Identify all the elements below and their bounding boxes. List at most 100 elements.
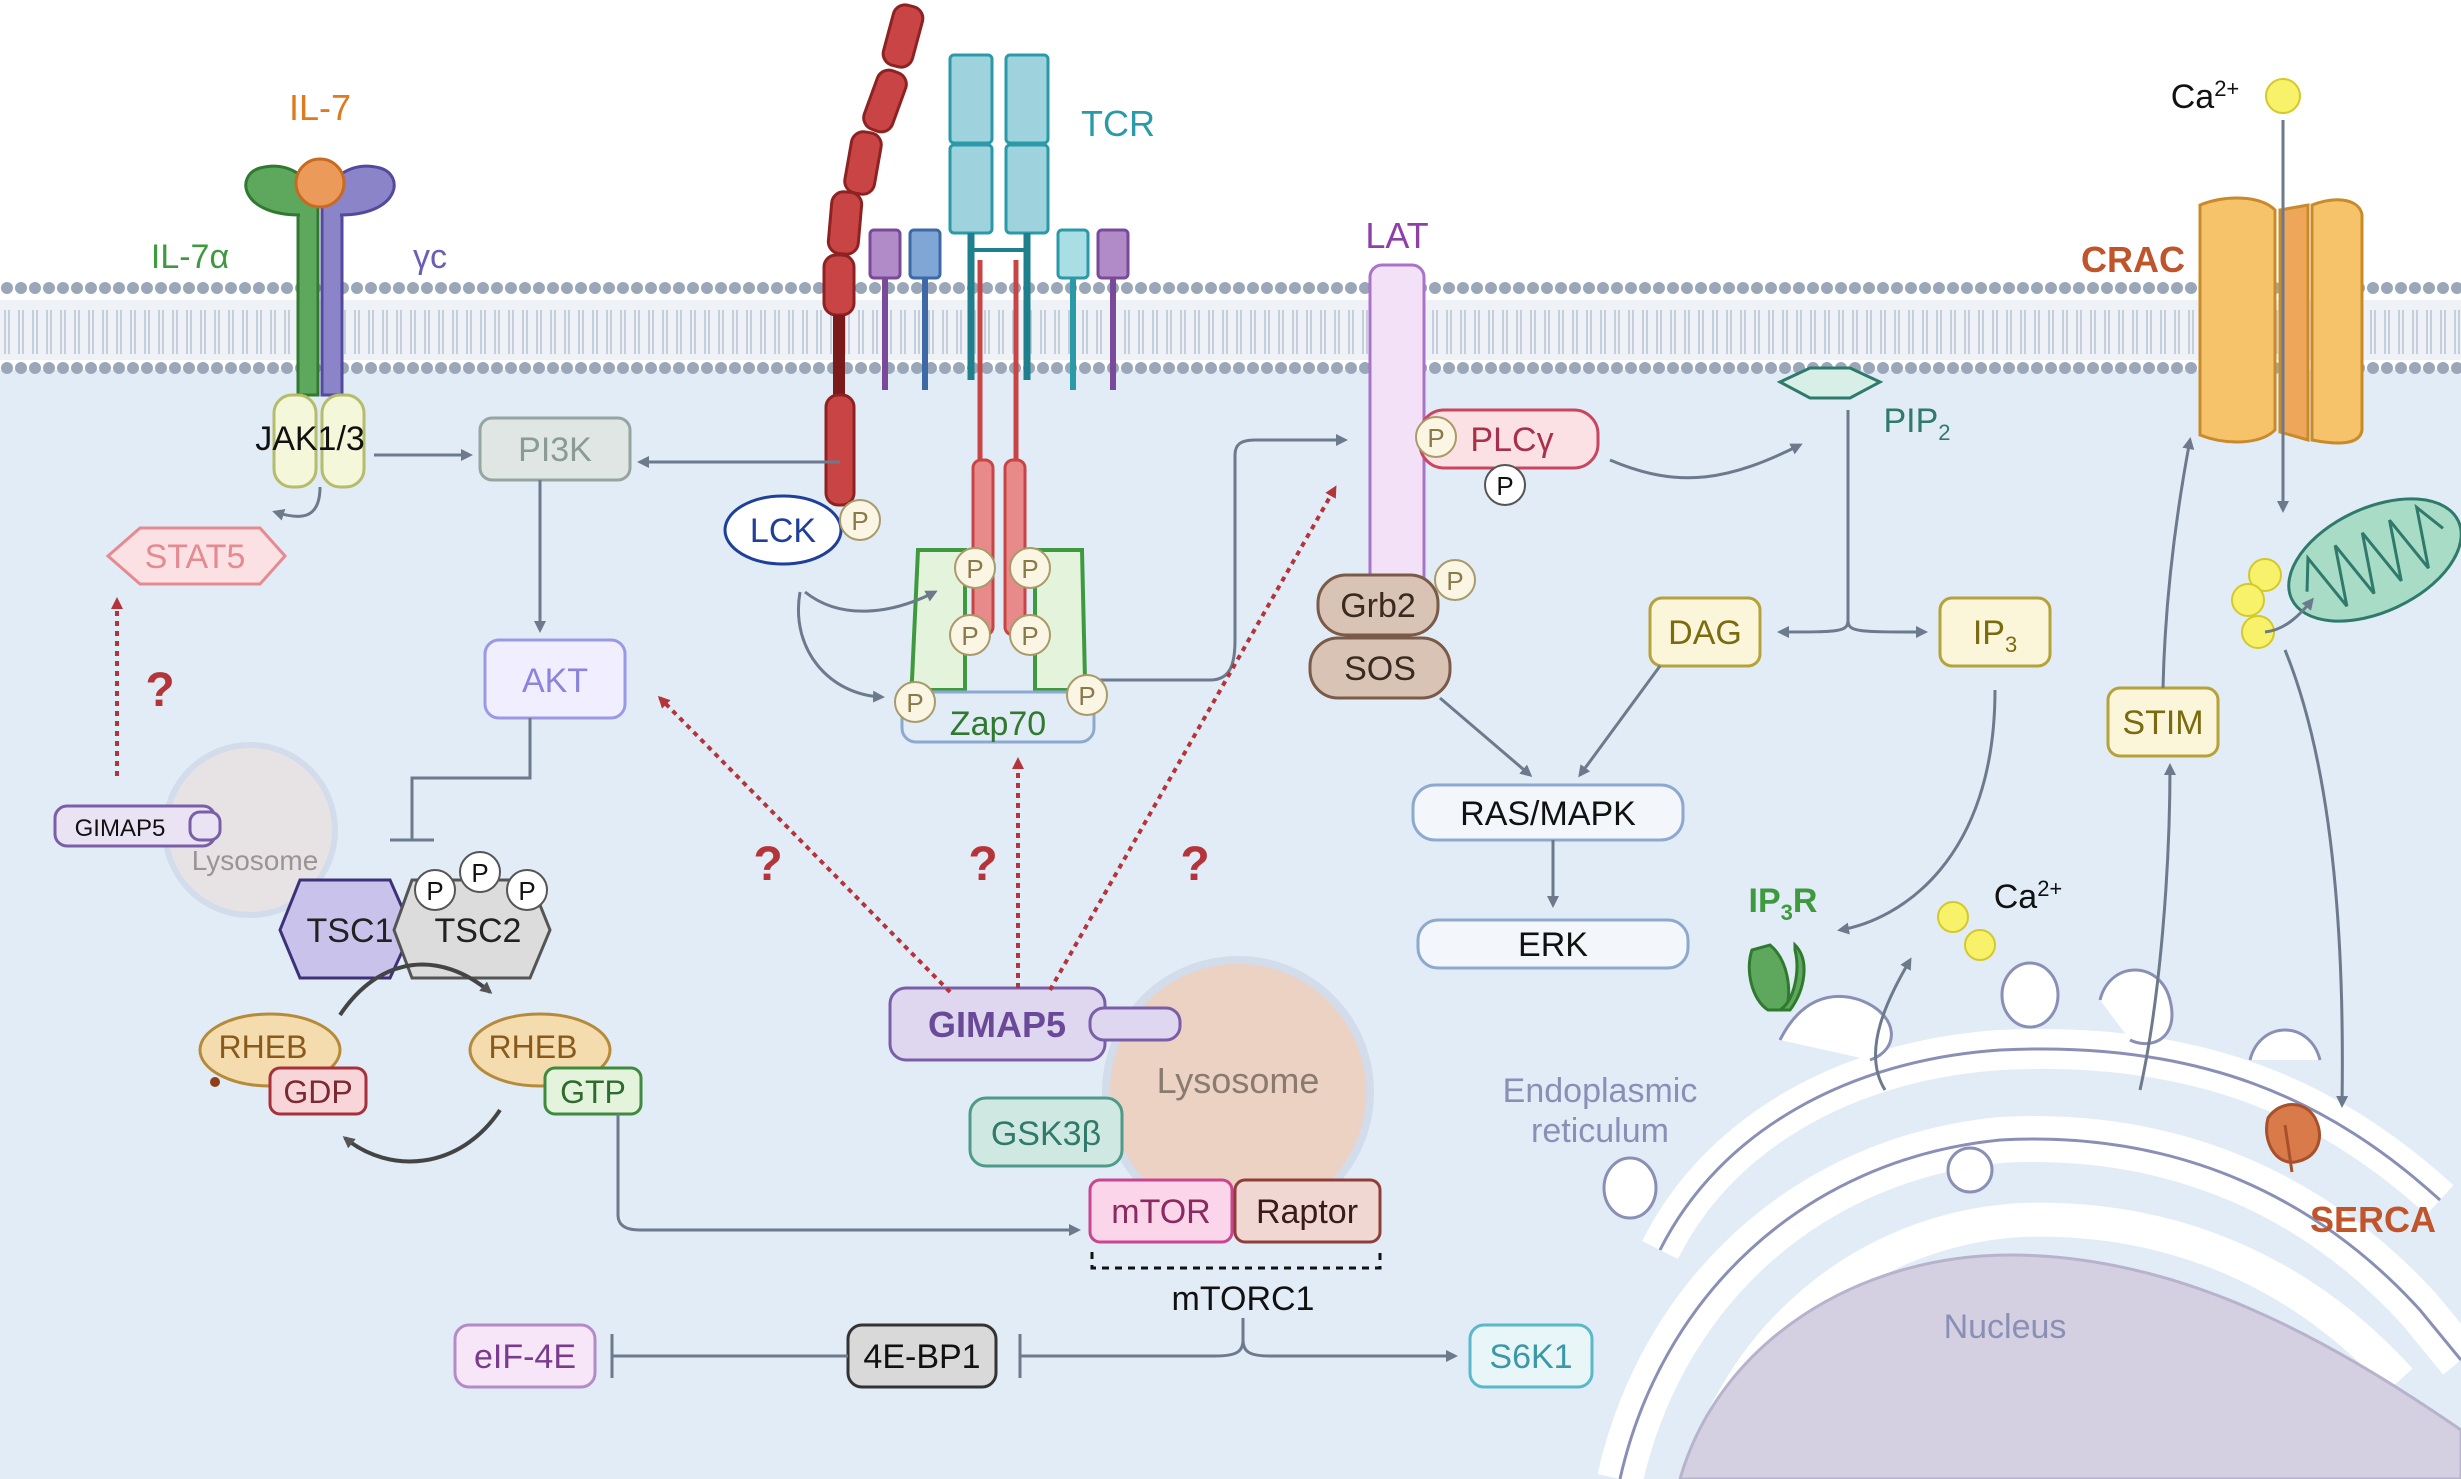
ca-top-base: Ca: [2171, 78, 2215, 116]
phospho-plcg: P: [1484, 464, 1526, 506]
svg-text:P: P: [851, 506, 868, 536]
ip3r-label-base: IP: [1749, 882, 1781, 920]
ca-er-base: Ca: [1994, 878, 2038, 916]
arrow-pip2-ip3: [1846, 619, 1928, 638]
question-mark: ?: [1180, 838, 1209, 891]
question-mark: ?: [145, 664, 174, 717]
ip3-label: IP3: [1973, 614, 2017, 657]
calcium-ion: [1937, 901, 1969, 933]
svg-text:P: P: [1021, 621, 1038, 651]
ca-top-label: Ca2+: [2171, 76, 2240, 116]
dag-node: [1648, 596, 1762, 668]
raptor-node: [1233, 1178, 1382, 1244]
tcr-label: TCR: [1081, 103, 1155, 144]
calcium-ion: [2241, 615, 2275, 649]
pip2-shape: [1776, 366, 1884, 400]
tsc1-label: TSC1: [307, 912, 394, 950]
lysosome-small-label: Lysosome: [192, 845, 319, 876]
arrow-sos-ras: [1439, 696, 1533, 777]
hypothetical-arrows: [111, 485, 1337, 994]
ca-er-label: Ca2+: [1994, 876, 2063, 916]
akt-label: AKT: [522, 662, 588, 700]
nucleus-label: Nucleus: [1944, 1308, 2067, 1346]
gimap5-small-tail: [188, 810, 222, 842]
arrows: [272, 120, 2349, 1378]
pi3k-node: [478, 416, 632, 482]
phospho-zap-4: P: [1009, 614, 1051, 656]
er-label-line2: reticulum: [1531, 1112, 1669, 1150]
ca-top-sup: 2+: [2214, 76, 2239, 101]
phospho-zap-6: P: [1066, 674, 1108, 716]
phospho-tsc2-1: P: [414, 869, 456, 911]
svg-text:P: P: [1446, 566, 1463, 596]
grb2-label: Grb2: [1340, 587, 1416, 625]
arrow-er-stim: [2138, 763, 2176, 1091]
s6k1-node: [1468, 1323, 1594, 1389]
rheb-cycle-arrows: [338, 962, 502, 1164]
ras-mapk-label: RAS/MAPK: [1460, 795, 1636, 833]
crac-label: CRAC: [2081, 239, 2185, 280]
pip2-label-sub: 2: [1938, 420, 1950, 445]
mtor-node: [1088, 1178, 1234, 1244]
arrow-ip3-ip3r: [1837, 689, 1997, 935]
ras-mapk-node: [1411, 783, 1685, 842]
lysosome-main-label: Lysosome: [1157, 1060, 1320, 1101]
serca-label: SERCA: [2310, 1199, 2436, 1240]
sos-node: [1308, 636, 1452, 700]
gtp-label: GTP: [560, 1074, 626, 1110]
ip3r-channel: [1747, 941, 1806, 1012]
sos-label: SOS: [1344, 650, 1416, 688]
arrow-lck-zap70: [804, 590, 938, 613]
il7-ligand: [294, 157, 346, 209]
rheb-gdp-label: RHEB: [219, 1029, 308, 1065]
grb2-node: [1316, 573, 1440, 637]
lat-protein: [1368, 263, 1426, 592]
zap70-label: Zap70: [950, 705, 1046, 743]
gimap5-main-tail: [1088, 1006, 1182, 1042]
plasma-membrane: [0, 282, 2461, 382]
lat-label: LAT: [1365, 215, 1428, 256]
svg-text:P: P: [966, 554, 983, 584]
zap70-complex: [900, 548, 1096, 744]
arrow-gdp-to-gtp: [338, 962, 493, 1017]
calcium-ion: [1964, 929, 1996, 961]
akt-node: [483, 638, 627, 720]
arrow-dag-ras: [1578, 665, 1662, 778]
gsk3b-label: GSK3β: [991, 1115, 1101, 1153]
arrow-ca-mito: [2264, 597, 2314, 634]
gdp-node: [268, 1066, 368, 1116]
pip2-label: PIP2: [1883, 402, 1950, 445]
svg-text:P: P: [961, 621, 978, 651]
jak3-box: [320, 393, 366, 489]
svg-text:P: P: [471, 858, 488, 888]
4ebp1-label: 4E-BP1: [863, 1338, 980, 1376]
lck-node: [723, 494, 843, 566]
phospho-zap-1: P: [954, 547, 996, 589]
eif4e-node: [453, 1323, 597, 1389]
arrow-stim-crac: [2161, 437, 2195, 689]
arrow-gtp-mtor: [616, 1114, 1081, 1236]
il7-label: IL-7: [289, 87, 351, 128]
phospho-zap-3: P: [949, 614, 991, 656]
arrow-gimap5-lat: [1048, 485, 1337, 991]
inhibit-akt-tsc: [410, 718, 532, 840]
phospho-tsc2-2: P: [459, 851, 501, 893]
ip3-label-base: IP: [1973, 614, 2005, 652]
stim-label: STIM: [2122, 704, 2203, 742]
phospho-tsc2-3: P: [506, 869, 548, 911]
question-mark: ?: [753, 838, 782, 891]
gtp-node: [543, 1066, 643, 1116]
mtor-label: mTOR: [1111, 1193, 1210, 1231]
rheb-gtp-label: RHEB: [489, 1029, 578, 1065]
phospho-zap-5: P: [894, 681, 936, 723]
svg-text:P: P: [518, 876, 535, 906]
mtorc1-bracket: [1090, 1252, 1382, 1270]
tsc2-label: TSC2: [435, 912, 522, 950]
tcr-complex: [868, 53, 1130, 637]
il7-receptor: [244, 157, 396, 489]
gimap5-small-label: GIMAP5: [75, 815, 166, 842]
arrow-jak-stat5: [272, 486, 322, 521]
pip2-label-base: PIP: [1883, 402, 1938, 440]
jak-label: JAK1/3: [255, 420, 365, 458]
calcium-ion: [2248, 558, 2282, 592]
